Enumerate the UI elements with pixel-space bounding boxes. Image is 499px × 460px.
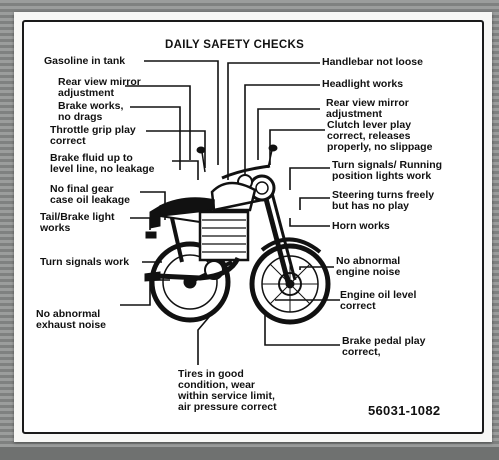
- label-horn: Horn works: [332, 220, 390, 232]
- safety-card: [22, 20, 484, 434]
- label-clutch-lever: Clutch lever play correct, releases prop…: [327, 119, 433, 153]
- label-steering: Steering turns freely but has no play: [332, 189, 435, 212]
- part-number: 56031-1082: [368, 403, 441, 418]
- label-handlebar: Handlebar not loose: [322, 56, 423, 68]
- label-headlight: Headlight works: [322, 78, 404, 90]
- card-title: DAILY SAFETY CHECKS: [165, 39, 305, 51]
- motorcycle-drawing: [144, 144, 331, 325]
- label-exhaust-noise: No abnormal exhaust noise: [36, 308, 107, 331]
- leader-lines: [120, 60, 340, 365]
- bottom-edge: [0, 447, 499, 460]
- label-rear-mirror-right: Rear view mirror adjustment: [326, 97, 409, 120]
- label-turn-signals-left: Turn signals work: [40, 256, 130, 268]
- label-tail-brake-light: Tail/Brake light works: [40, 211, 115, 234]
- label-brake-works: Brake works, no drags: [58, 100, 124, 123]
- label-final-gear: No final gear case oil leakage: [50, 183, 130, 206]
- label-gasoline: Gasoline in tank: [44, 55, 126, 67]
- label-throttle-grip: Throttle grip play correct: [50, 124, 136, 147]
- label-turn-signals-right: Turn signals/ Running position lights wo…: [332, 159, 443, 182]
- label-brake-fluid: Brake fluid up to level line, no leakage: [50, 152, 155, 175]
- label-rear-mirror-left: Rear view mirror adjustment: [58, 76, 141, 99]
- label-engine-noise: No abnormal engine noise: [336, 255, 401, 278]
- label-tires: Tires in good condition, wear within ser…: [178, 368, 277, 413]
- label-engine-oil: Engine oil level correct: [340, 289, 417, 312]
- label-brake-pedal: Brake pedal play correct,: [342, 335, 426, 358]
